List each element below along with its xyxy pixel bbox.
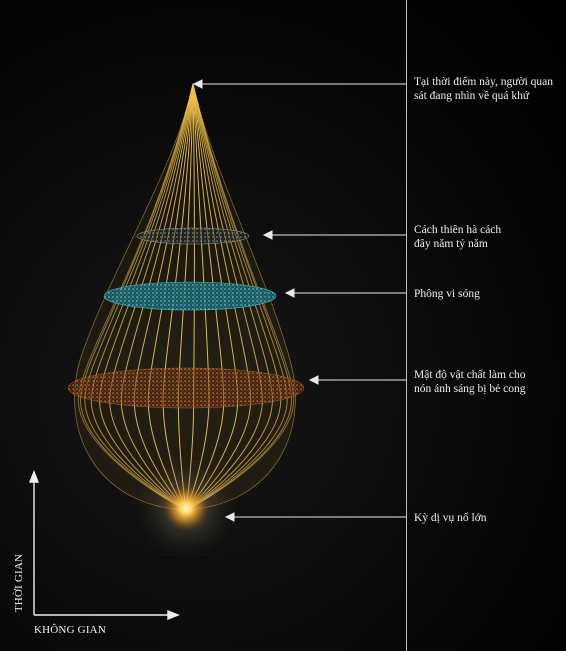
annotation-microwave-line1: Phông vi sóng — [414, 288, 480, 300]
microwave-background-band — [103, 281, 277, 311]
annotation-galaxy-line2: đây năm tỷ năm — [414, 238, 488, 250]
galaxy-band — [136, 227, 250, 245]
annotation-matter-line1: Mật độ vật chất làm cho — [414, 369, 526, 381]
space-time-axes — [28, 470, 180, 621]
divider-line — [406, 0, 407, 651]
annotation-galaxy: Cách thiên hà cách đây năm tỷ năm — [414, 223, 501, 251]
annotation-microwave: Phông vi sóng — [414, 287, 480, 301]
annotation-big-bang: Kỳ dị vụ nổ lớn — [414, 511, 487, 525]
time-axis-arrowhead — [28, 470, 40, 483]
space-axis-label: KHÔNG GIAN — [34, 624, 106, 636]
annotation-observer-line2: sát đang nhìn về quá khứ — [414, 90, 530, 102]
time-axis-label: THỜI GIAN — [13, 553, 26, 613]
annotation-galaxy-line1: Cách thiên hà cách — [414, 224, 502, 236]
annotation-matter-line2: nón ánh sáng bị bẻ cong — [414, 383, 526, 395]
space-axis-arrowhead — [167, 609, 180, 621]
annotation-big-bang-line1: Kỳ dị vụ nổ lớn — [414, 512, 487, 524]
annotation-arrows — [192, 79, 406, 522]
big-bang-singularity — [162, 484, 210, 532]
matter-density-band — [67, 367, 305, 409]
annotation-matter: Mật độ vật chất làm cho nón ánh sáng bị … — [414, 368, 525, 396]
annotation-observer-line1: Tại thời điểm này, người quan — [414, 76, 554, 88]
annotation-observer: Tại thời điểm này, người quan sát đang n… — [414, 75, 553, 103]
